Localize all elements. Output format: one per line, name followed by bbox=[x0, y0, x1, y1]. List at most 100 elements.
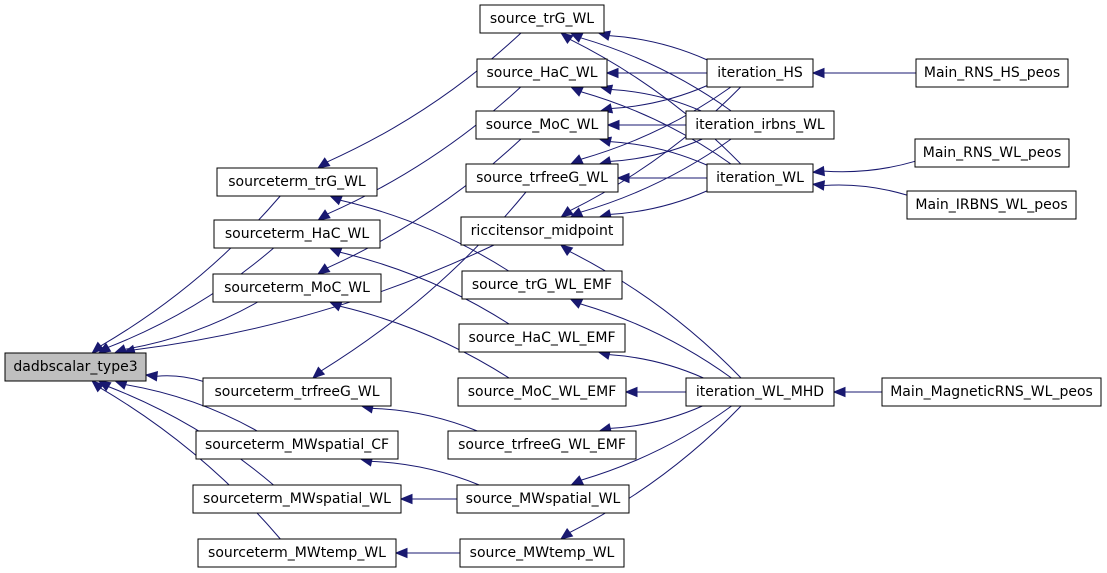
node-source-HaC-WL-EMF[interactable]: source_HaC_WL_EMF bbox=[458, 323, 626, 353]
edge-arrowhead bbox=[317, 209, 331, 221]
edge-it_MHD-to-s_trfreeG_EMF bbox=[610, 405, 703, 429]
edge-it_HS-to-ricci bbox=[570, 86, 742, 211]
edge-it_MHD-to-s_trG_EMF bbox=[580, 303, 732, 379]
node-sourceterm-trG-WL[interactable]: sourceterm_trG_WL bbox=[216, 167, 378, 197]
node-label: sourceterm_trG_WL bbox=[228, 174, 366, 190]
node-label: Main_IRBNS_WL_peos bbox=[915, 197, 1067, 213]
node-iteration-HS[interactable]: iteration_HS bbox=[706, 58, 814, 88]
node-label: source_trG_WL bbox=[490, 11, 594, 27]
edge-s_trfreeG_EMF-to-st_trfreeG bbox=[372, 407, 478, 432]
node-label: sourceterm_trfreeG_WL bbox=[214, 384, 379, 400]
edge-it_irbns-to-ricci bbox=[580, 138, 732, 213]
node-label: iteration_WL_MHD bbox=[696, 384, 824, 400]
node-label: dadbscalar_type3 bbox=[13, 359, 137, 375]
node-riccitensor-midpoint[interactable]: riccitensor_midpoint bbox=[460, 216, 624, 246]
edge-it_irbns-to-s_trfreeG bbox=[610, 138, 703, 162]
edge-arrowhead bbox=[569, 154, 584, 165]
node-sourceterm-MWspatial-WL[interactable]: sourceterm_MWspatial_WL bbox=[192, 484, 402, 514]
edge-s_HaC-to-st_HaC bbox=[327, 86, 522, 215]
node-label: Main_RNS_HS_peos bbox=[924, 65, 1060, 81]
edge-s_trG-to-st_trG bbox=[326, 32, 522, 163]
edge-it_MHD-to-s_HaC_EMF bbox=[609, 354, 704, 379]
node-source-MWspatial-WL[interactable]: source_MWspatial_WL bbox=[456, 484, 630, 514]
edge-arrowhead bbox=[316, 157, 331, 169]
edge-arrowhead bbox=[624, 386, 638, 398]
edge-arrowhead bbox=[91, 380, 105, 393]
edge-it_WL-to-s_trG bbox=[569, 39, 742, 165]
node-Main-RNS-HS-peos[interactable]: Main_RNS_HS_peos bbox=[915, 58, 1069, 88]
node-source-trfreeG-WL[interactable]: source_trfreeG_WL bbox=[465, 163, 619, 193]
node-label: sourceterm_MWspatial_WL bbox=[203, 491, 391, 507]
node-iteration-irbns-WL[interactable]: iteration_irbns_WL bbox=[685, 110, 835, 140]
edge-arrowhead bbox=[399, 493, 413, 505]
edge-st_trfreeG-to-root bbox=[156, 375, 204, 382]
edge-st_HaC-to-root bbox=[108, 247, 275, 348]
node-source-HaC-WL[interactable]: source_HaC_WL bbox=[476, 58, 608, 88]
edge-it_WL-to-s_HaC bbox=[580, 91, 732, 165]
edge-arrowhead bbox=[559, 244, 574, 257]
node-source-trfreeG-WL-EMF[interactable]: source_trfreeG_WL_EMF bbox=[447, 430, 637, 460]
node-sourceterm-MWspatial-CF[interactable]: sourceterm_MWspatial_CF bbox=[195, 430, 399, 460]
edge-s_MoC_EMF-to-st_MoC bbox=[339, 305, 510, 379]
node-label: iteration_irbns_WL bbox=[695, 117, 825, 133]
edge-it_MHD-to-ricci bbox=[569, 251, 742, 379]
node-source-MWtemp-WL[interactable]: source_MWtemp_WL bbox=[459, 538, 625, 568]
node-label: iteration_HS bbox=[717, 65, 803, 81]
edge-s_HaC_EMF-to-st_HaC bbox=[339, 251, 510, 325]
edge-st_MWtemp-to-root bbox=[100, 387, 281, 540]
edge-st_MWsp_CF-to-root bbox=[125, 384, 258, 432]
node-source-trG-WL-EMF[interactable]: source_trG_WL_EMF bbox=[461, 270, 623, 300]
edge-arrowhead bbox=[560, 206, 574, 218]
edge-arrowhead bbox=[312, 366, 326, 379]
node-sourceterm-trfreeG-WL[interactable]: sourceterm_trfreeG_WL bbox=[202, 377, 392, 407]
node-source-MoC-WL-EMF[interactable]: source_MoC_WL_EMF bbox=[457, 377, 627, 407]
edge-it_HS-to-s_trG bbox=[609, 35, 708, 61]
edge-arrowhead bbox=[328, 301, 343, 312]
node-label: source_trfreeG_WL_EMF bbox=[458, 437, 626, 453]
node-label: sourceterm_MoC_WL bbox=[224, 280, 370, 296]
edge-arrowhead bbox=[570, 475, 585, 486]
edge-arrowhead bbox=[569, 86, 584, 97]
node-source-trG-WL[interactable]: source_trG_WL bbox=[479, 4, 605, 34]
edge-st_MoC-to-root bbox=[125, 301, 258, 350]
node-iteration-WL-MHD[interactable]: iteration_WL_MHD bbox=[685, 377, 835, 407]
node-label: Main_RNS_WL_peos bbox=[923, 145, 1062, 161]
edge-st_MWsp-to-root bbox=[108, 386, 274, 486]
node-source-MoC-WL[interactable]: source_MoC_WL bbox=[475, 110, 609, 140]
node-label: source_MWtemp_WL bbox=[470, 545, 615, 561]
edge-arrowhead bbox=[605, 67, 619, 79]
node-sourceterm-MWtemp-WL[interactable]: sourceterm_MWtemp_WL bbox=[197, 538, 397, 568]
node-label: Main_MagneticRNS_WL_peos bbox=[890, 384, 1093, 400]
edge-it_HS-to-s_MoC bbox=[611, 85, 708, 109]
node-label: source_HaC_WL_EMF bbox=[469, 330, 616, 346]
node-Main-IRBNS-WL-peos[interactable]: Main_IRBNS_WL_peos bbox=[906, 190, 1077, 220]
node-Main-MagneticRNS-WL-peos[interactable]: Main_MagneticRNS_WL_peos bbox=[881, 377, 1102, 407]
node-iteration-WL[interactable]: iteration_WL bbox=[706, 163, 814, 193]
edge-s_MWsp-to-st_MWsp_CF bbox=[371, 460, 480, 486]
edge-it_WL-to-s_MoC bbox=[610, 141, 708, 166]
edge-it_HS-to-s_trfreeG bbox=[580, 86, 732, 160]
edge-m_WL-to-it_WL bbox=[823, 160, 916, 173]
edge-arrowhead bbox=[811, 165, 825, 177]
edge-arrowhead bbox=[559, 527, 574, 540]
nodes: dadbscalar_type3 sourceterm_trG_WL sourc… bbox=[4, 4, 1102, 568]
node-label: source_MoC_WL bbox=[486, 117, 599, 133]
edge-m_IRBNS-to-it_WL bbox=[823, 184, 908, 196]
node-label: riccitensor_midpoint bbox=[471, 223, 614, 239]
node-sourceterm-MoC-WL[interactable]: sourceterm_MoC_WL bbox=[212, 273, 382, 303]
edge-arrowhead bbox=[97, 342, 112, 354]
edge-arrowhead bbox=[811, 67, 825, 79]
node-dadbscalar-type3[interactable]: dadbscalar_type3 bbox=[4, 352, 147, 382]
edge-ricci-to-root bbox=[134, 244, 495, 351]
node-label: sourceterm_HaC_WL bbox=[225, 226, 369, 242]
edge-arrowhead bbox=[328, 247, 343, 258]
edge-it_WL-to-ricci bbox=[610, 190, 708, 215]
node-Main-RNS-WL-peos[interactable]: Main_RNS_WL_peos bbox=[914, 138, 1070, 168]
edge-s_trG_EMF-to-st_trG bbox=[340, 199, 509, 272]
node-sourceterm-HaC-WL[interactable]: sourceterm_HaC_WL bbox=[213, 219, 381, 249]
edge-s_MoC-to-st_MoC bbox=[326, 138, 522, 269]
edge-arrowhead bbox=[832, 386, 846, 398]
edge-it_MHD-to-s_MWtemp bbox=[569, 405, 742, 533]
edge-arrowhead bbox=[811, 180, 826, 191]
